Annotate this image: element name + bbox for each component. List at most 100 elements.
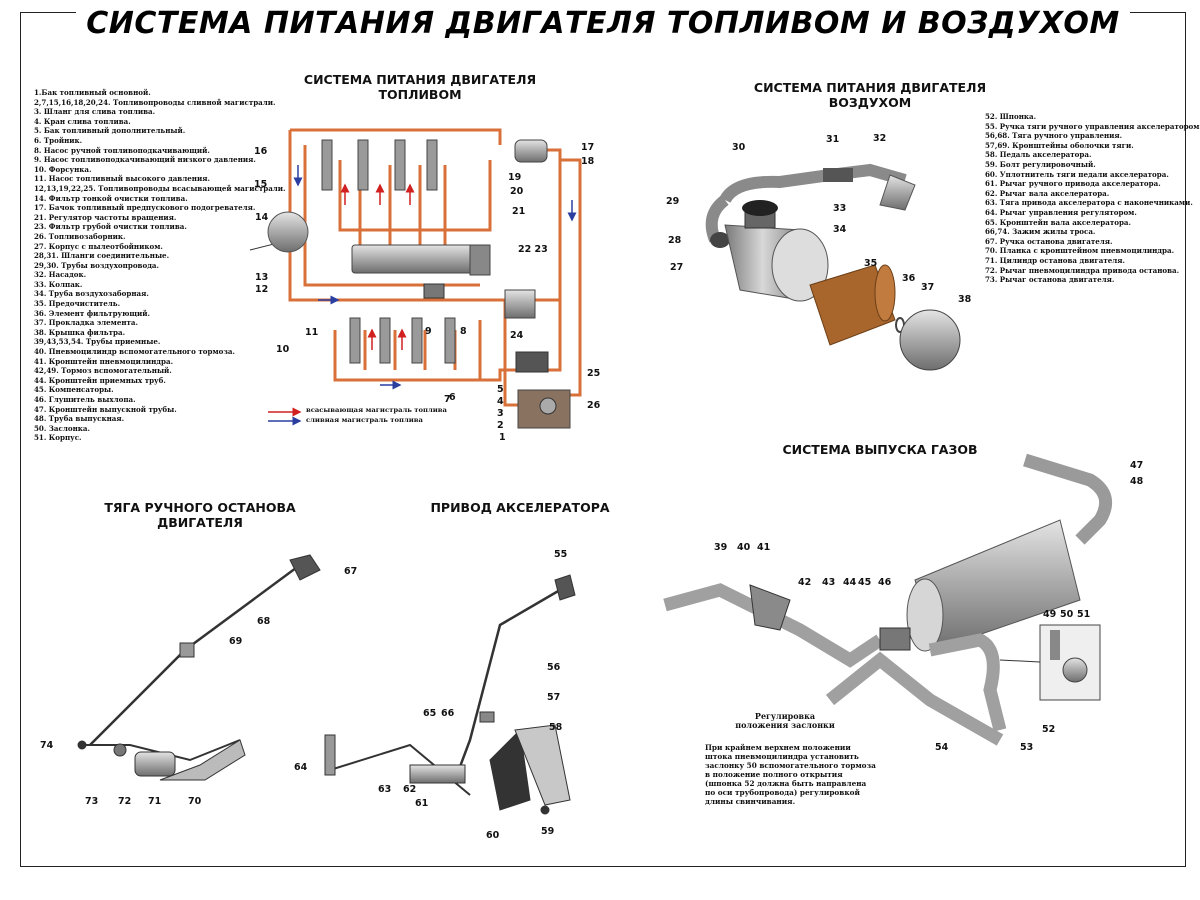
callout-number: 1	[499, 432, 506, 443]
callout-number: 72	[118, 796, 132, 807]
callout-number: 45	[858, 577, 872, 588]
legend_left-item: 46. Глушитель выхлопа.	[34, 395, 136, 404]
pipe-54	[825, 651, 1004, 746]
legend_left-item: 9. Насос топливоподкачивающий низкого да…	[34, 155, 256, 165]
legend_left-item: 2,7,15,16,18,20,24. Топливопроводы сливн…	[34, 97, 276, 107]
seal-60	[489, 728, 531, 811]
callout-number: 16	[254, 146, 268, 157]
fuel-line-injectors-top	[338, 160, 492, 232]
callout-number: 43	[822, 577, 836, 588]
callout-number: 32	[873, 133, 887, 144]
fuel-line-drain-right	[560, 158, 582, 397]
hp-pump-11	[351, 244, 489, 274]
fuel-line-top	[290, 128, 502, 145]
cap-33	[742, 200, 778, 216]
callout-number: 56	[547, 662, 561, 673]
legend_right-item: 66,74. Зажим жилы троса.	[985, 227, 1096, 237]
title-manual-stop: ТЯГА РУЧНОГО ОСТАНОВА ДВИГАТЕЛЯ	[104, 500, 296, 530]
callout-number: 29	[666, 196, 680, 207]
callout-number: 74	[40, 740, 54, 751]
callout-number: 65	[423, 708, 437, 719]
fuel-line-injector-feeds	[358, 165, 447, 260]
legend_left-item: 10. Форсунка.	[34, 164, 92, 174]
legend_left-item: 23. Фильтр грубой очистки топлива.	[34, 222, 187, 232]
lever-72	[113, 743, 127, 757]
plate-70	[159, 739, 246, 781]
callout-number: 18	[581, 156, 595, 167]
callout-number: 55	[554, 549, 568, 560]
callout-number: 71	[148, 796, 162, 807]
callout-number: 15	[254, 179, 268, 190]
legend_right-item: 60. Уплотнитель тяги педали акселератора…	[985, 169, 1169, 179]
legend_left-item: 4. Кран слива топлива.	[34, 116, 131, 126]
callout-number: 4	[497, 396, 504, 407]
intake-26	[539, 397, 557, 415]
callout-number: 68	[257, 616, 271, 627]
legend_left-item: 28,31. Шланги соединительные.	[34, 251, 170, 261]
legend_left-item: 50. Заслонка.	[34, 423, 90, 433]
callout-number: 41	[757, 542, 771, 553]
legend_right-item: 62. Рычаг вала акселератора.	[985, 188, 1110, 198]
callout-number: 42	[798, 577, 812, 588]
handle-67	[289, 554, 321, 581]
callout-number: 66	[441, 708, 455, 719]
callout-number: 51	[1077, 609, 1091, 620]
legend_left-item: 45. Компенсаторы.	[34, 385, 114, 395]
callout-number: 57	[547, 692, 561, 703]
legend_right-item: 65. Кронштейн вала акселератора.	[985, 217, 1131, 227]
air-pipe-30	[719, 163, 907, 204]
flow-legend-drain: сливная магистраль топлива	[306, 416, 423, 424]
callout-number: 53	[1020, 742, 1034, 753]
legend_right-item: 57,69. Кронштейны оболочки тяги.	[985, 140, 1134, 150]
callout-number: 52	[1042, 724, 1056, 735]
fuel-line-suction	[500, 298, 520, 407]
legend_left-item: 11. Насос топливный высокого давления.	[34, 174, 210, 184]
legend_left-item: 48. Труба выпускная.	[34, 414, 125, 424]
legend_left-item: 36. Элемент фильтрующий.	[34, 308, 151, 318]
callout-number: 9	[425, 326, 432, 337]
legend_left-item: 8. Насос ручной топливоподкачивающий.	[34, 145, 210, 155]
bracket-57	[479, 711, 495, 723]
callout-number: 5	[497, 384, 504, 395]
callout-number: 14	[255, 212, 269, 223]
adjust-title: Регулировка положения заслонки	[735, 711, 835, 730]
hose-31	[823, 168, 853, 182]
callout-number: 36	[902, 273, 916, 284]
legend_right-item: 64. Рычаг управления регулятором.	[985, 207, 1137, 217]
callout-number: 48	[1130, 476, 1144, 487]
callout-number: 27	[670, 262, 684, 273]
damper-50	[1062, 657, 1088, 683]
legend-right: 52. Шпонка.55. Ручка тяги ручного управл…	[985, 112, 1200, 285]
compensator-45	[879, 627, 911, 651]
legend_left-item: 21. Регулятор частоты вращения.	[34, 212, 177, 222]
legend_left-item: 44. Кронштейн приемных труб.	[34, 375, 166, 385]
pre-cleaner-35	[809, 264, 896, 346]
legend_left-item: 38. Крышка фильтра.	[34, 327, 126, 337]
flow-arrows	[268, 165, 577, 426]
callout-number: 47	[1130, 460, 1144, 471]
aux-tank-5	[515, 351, 549, 373]
legend_right-item: 61. Рычаг ручного привода акселератора.	[985, 179, 1161, 189]
callout-number: 73	[85, 796, 99, 807]
legend_right-item: 63. Тяга привода акселератора с наконечн…	[985, 198, 1193, 208]
pedal-58	[514, 724, 571, 806]
legend_left-item: 32. Насадок.	[34, 270, 87, 280]
callout-number: 2	[497, 420, 504, 431]
callout-number: 10	[276, 344, 290, 355]
nozzle-32	[879, 174, 916, 211]
legend_left-item: 3. Шланг для слива топлива.	[34, 107, 156, 117]
callout-number: 60	[486, 830, 500, 841]
main-title-text: СИСТЕМА ПИТАНИЯ ДВИГАТЕЛЯ ТОПЛИВОМ И ВОЗ…	[76, 6, 1130, 41]
callout-number: 17	[581, 142, 595, 153]
callout-number: 70	[188, 796, 202, 807]
callout-number: 38	[958, 294, 972, 305]
inset-leader	[999, 659, 1041, 663]
legend_left-item: 5. Бак топливный дополнительный.	[34, 126, 186, 136]
preheater-tank-17	[514, 139, 548, 163]
legend_left-item: 29,30. Трубы воздухопровода.	[34, 260, 159, 270]
callout-number: 11	[305, 327, 319, 338]
fuel-line-injectors-bottom	[333, 320, 482, 382]
callout-number: 22 23	[518, 244, 548, 255]
legend_left-item: 33. Колпак.	[34, 279, 83, 289]
